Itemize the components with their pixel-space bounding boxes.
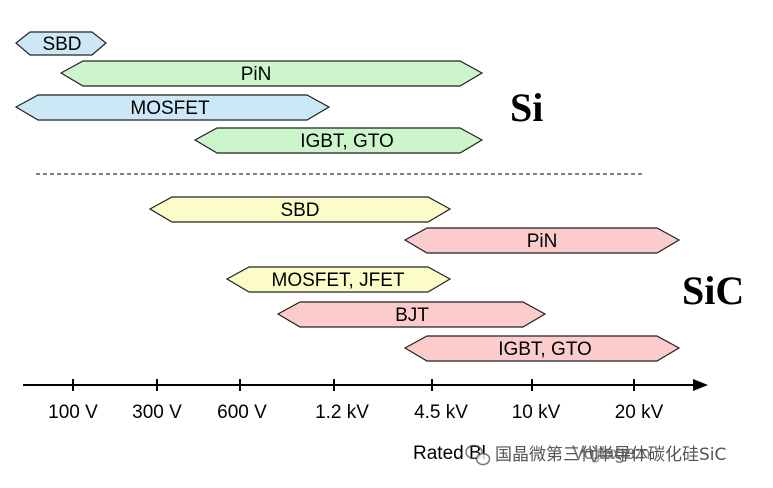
sic-bjt-label: BJT <box>395 305 429 326</box>
si-device-group: SBD PiN MOSFET IGBT, GTO Si <box>14 31 543 154</box>
wechat-icon <box>465 444 491 466</box>
axis-tick-label: 4.5 kV <box>414 402 468 423</box>
axis-tick-label: 20 kV <box>615 402 664 423</box>
axis-tick-label: 1.2 kV <box>315 402 369 423</box>
si-pin-label: PiN <box>241 64 272 85</box>
sic-group-label: SiC <box>682 268 744 313</box>
sic-mosfet-jfet-label: MOSFET, JFET <box>272 270 405 291</box>
sic-mosfet-jfet-bar <box>225 266 452 293</box>
sic-bjt-bar <box>276 301 547 328</box>
axis-tick-label: 100 V <box>48 402 98 423</box>
si-sbd-label: SBD <box>42 34 81 55</box>
axis-tick-label: 10 kV <box>512 402 561 423</box>
si-igbt-gto-label: IGBT, GTO <box>300 131 394 152</box>
si-mosfet-label: MOSFET <box>130 98 210 119</box>
axis-tick-label: 600 V <box>217 402 267 423</box>
si-mosfet-bar <box>14 94 331 121</box>
sic-igbt-gto-label: IGBT, GTO <box>498 339 592 360</box>
watermark: gbxccn 国晶微第三代半导体碳化硅SiC <box>465 444 726 466</box>
axis-arrowhead <box>693 379 708 391</box>
sic-pin-label: PiN <box>527 231 558 252</box>
watermark-text: 国晶微第三代半导体碳化硅SiC <box>495 445 726 465</box>
sic-igbt-gto-bar <box>403 335 681 362</box>
si-pin-bar <box>59 60 484 87</box>
voltage-axis: 100 V 300 V 600 V 1.2 kV 4.5 kV 10 kV 20… <box>23 379 708 464</box>
sic-device-group: SBD PiN MOSFET, JFET BJT IGBT, GTO SiC <box>148 196 744 362</box>
sic-sbd-label: SBD <box>280 200 319 221</box>
si-sbd-bar <box>15 31 107 56</box>
watermark-overlay-text: gbxccn <box>590 444 651 464</box>
axis-title-tail: Voltage <box>572 443 635 464</box>
si-group-label: Si <box>510 85 543 130</box>
sic-pin-bar <box>403 227 681 254</box>
si-igbt-gto-bar <box>193 127 484 154</box>
sic-sbd-bar <box>148 196 452 223</box>
axis-tick-label: 300 V <box>132 402 182 423</box>
